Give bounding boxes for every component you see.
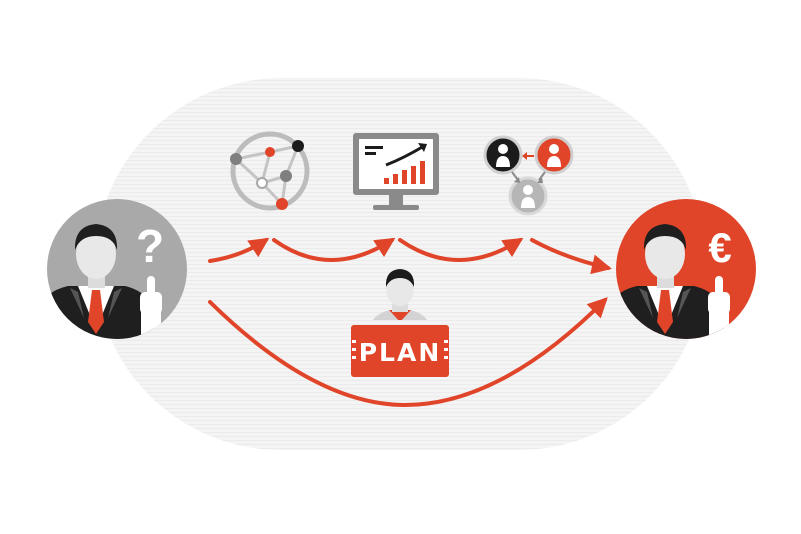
arrow-network-to-monitor — [272, 237, 396, 262]
question-symbol: ? — [136, 220, 164, 272]
arrow-plan-direct — [208, 297, 608, 408]
plan-sign-label: PLAN — [359, 338, 442, 367]
arrow-start-to-network — [208, 237, 270, 263]
planner-holding-sign-icon: PLAN — [351, 269, 449, 377]
arrow-monitor-to-people — [398, 237, 524, 262]
people-exchange-icon — [483, 135, 574, 216]
euro-symbol: € — [708, 224, 731, 271]
monitor-growth-chart-icon — [353, 133, 439, 210]
arrow-people-to-end — [530, 238, 612, 275]
network-globe-icon — [230, 131, 310, 211]
process-arrows — [208, 237, 612, 408]
